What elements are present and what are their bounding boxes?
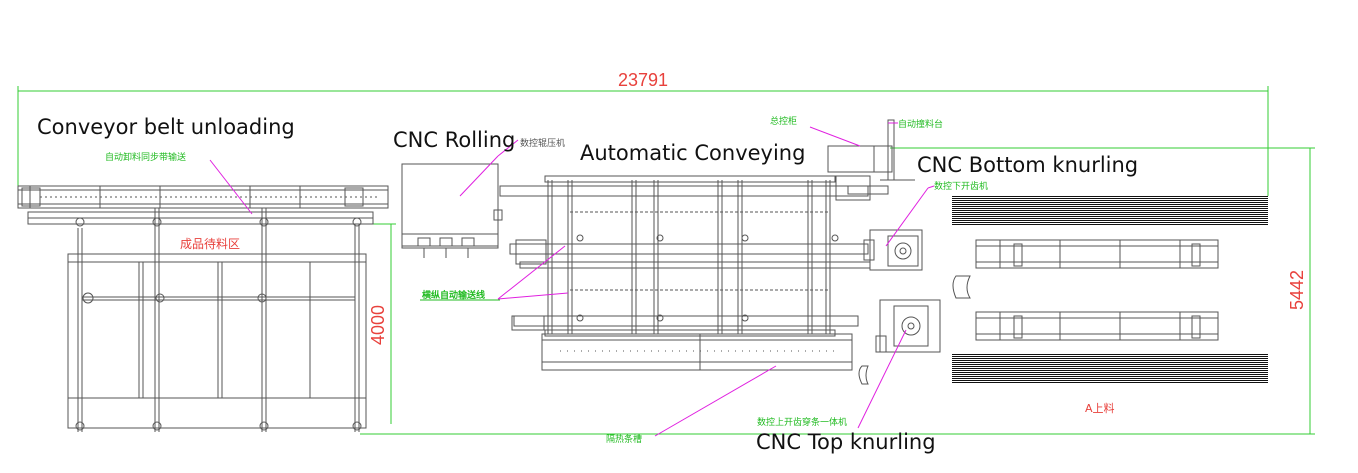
insulation-strip-tray xyxy=(541,333,853,371)
label-cnc-bottom-knurling: CNC Bottom knurling xyxy=(917,153,1139,177)
dimension-lines xyxy=(17,86,1315,435)
dimension-total-length: 23791 xyxy=(618,70,668,90)
label-cnc-top-knurling: CNC Top knurling xyxy=(756,430,936,454)
cn-label-bottom-gear: 数控下开齿机 xyxy=(934,180,988,192)
cn-label-a-loading: A上料 xyxy=(1085,401,1115,415)
cn-label-control-cabinet: 总控柜 xyxy=(770,115,797,127)
cn-label-cross-conveyor: 横纵自动输送线 xyxy=(422,289,485,301)
dimension-width-total: 5442 xyxy=(1287,270,1307,310)
cn-label-roller-press: 数控辊压机 xyxy=(520,137,565,149)
cn-label-top-gear-combo: 数控上开齿穿条一体机 xyxy=(757,416,847,428)
dimension-width-left: 4000 xyxy=(368,305,388,345)
label-automatic-conveying: Automatic Conveying xyxy=(580,141,806,165)
label-cnc-rolling: CNC Rolling xyxy=(393,128,516,152)
automatic-conveying-frame xyxy=(499,175,889,337)
loading-station xyxy=(952,196,1268,384)
cn-label-insulation-strip: 隔热条槽 xyxy=(606,433,642,445)
cn-label-finished-area: 成品待料区 xyxy=(180,237,240,251)
leader-lines xyxy=(209,122,935,437)
label-conveyor-belt-unloading: Conveyor belt unloading xyxy=(37,115,295,139)
cnc-knurling-machines xyxy=(858,229,971,385)
cn-label-loading-table: 自动撞料台 xyxy=(898,118,943,130)
cnc-rolling-machine xyxy=(401,163,503,258)
cn-label-auto-unload-belt: 自动卸料同步带输送 xyxy=(105,151,186,163)
unloading-conveyor xyxy=(17,185,389,432)
